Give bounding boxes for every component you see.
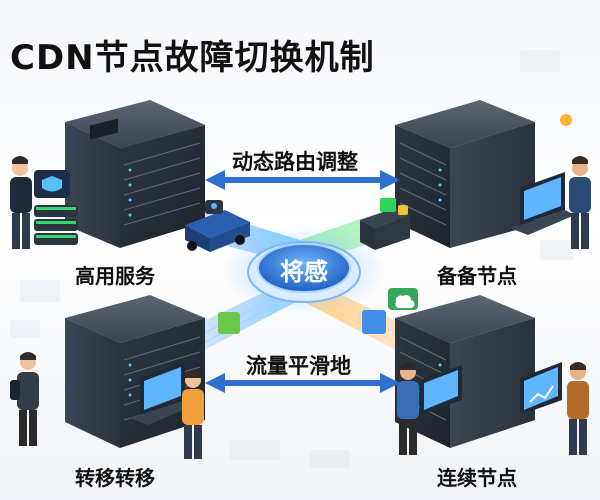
server-top-right: [395, 100, 535, 248]
person-bottom-left-1: [10, 352, 39, 446]
node-label-top-left: 高用服务: [75, 264, 155, 288]
background-decor: [10, 50, 574, 468]
node-label-bottom-left: 转移转移: [75, 466, 155, 490]
cloud-sync-icon: [388, 288, 418, 310]
server-drive-bays: [123, 142, 201, 226]
person-bottom-right-1: [397, 362, 419, 455]
bottom-arrow-label: 流量平滑地: [246, 354, 351, 378]
page-title: CDN节点故障切换机制: [10, 38, 375, 78]
battery-module-icon: [360, 198, 410, 250]
laptop-top-right: [510, 172, 575, 235]
gear-icon: [560, 114, 572, 126]
node-label-top-right: 备备节点: [437, 264, 517, 288]
bottom-double-arrow: [205, 373, 400, 393]
center-hub-label: 将感: [280, 258, 328, 286]
person-bottom-right-2: [567, 362, 589, 455]
node-label-bottom-right: 连续节点: [437, 466, 517, 490]
laptop-bottom-left: [130, 362, 195, 425]
central-hub: [222, 226, 386, 314]
top-double-arrow: [205, 170, 400, 190]
person-top-left: [10, 156, 32, 249]
server-bottom-right: [395, 295, 535, 448]
blue-cube-icon: [362, 310, 386, 334]
server-status-leds: [128, 168, 132, 217]
laptop-bottom-right: [420, 362, 562, 415]
green-cube-icon: [218, 312, 240, 334]
person-top-right: [569, 156, 591, 249]
server-status-leds: [128, 363, 132, 397]
person-bottom-left-2: [182, 370, 204, 459]
storage-stack-icon: [34, 170, 78, 245]
robot-vehicle-icon: [185, 200, 250, 252]
server-top-left: [65, 100, 205, 248]
top-arrow-label: 动态路由调整: [232, 150, 358, 174]
server-status-leds: [438, 168, 442, 202]
